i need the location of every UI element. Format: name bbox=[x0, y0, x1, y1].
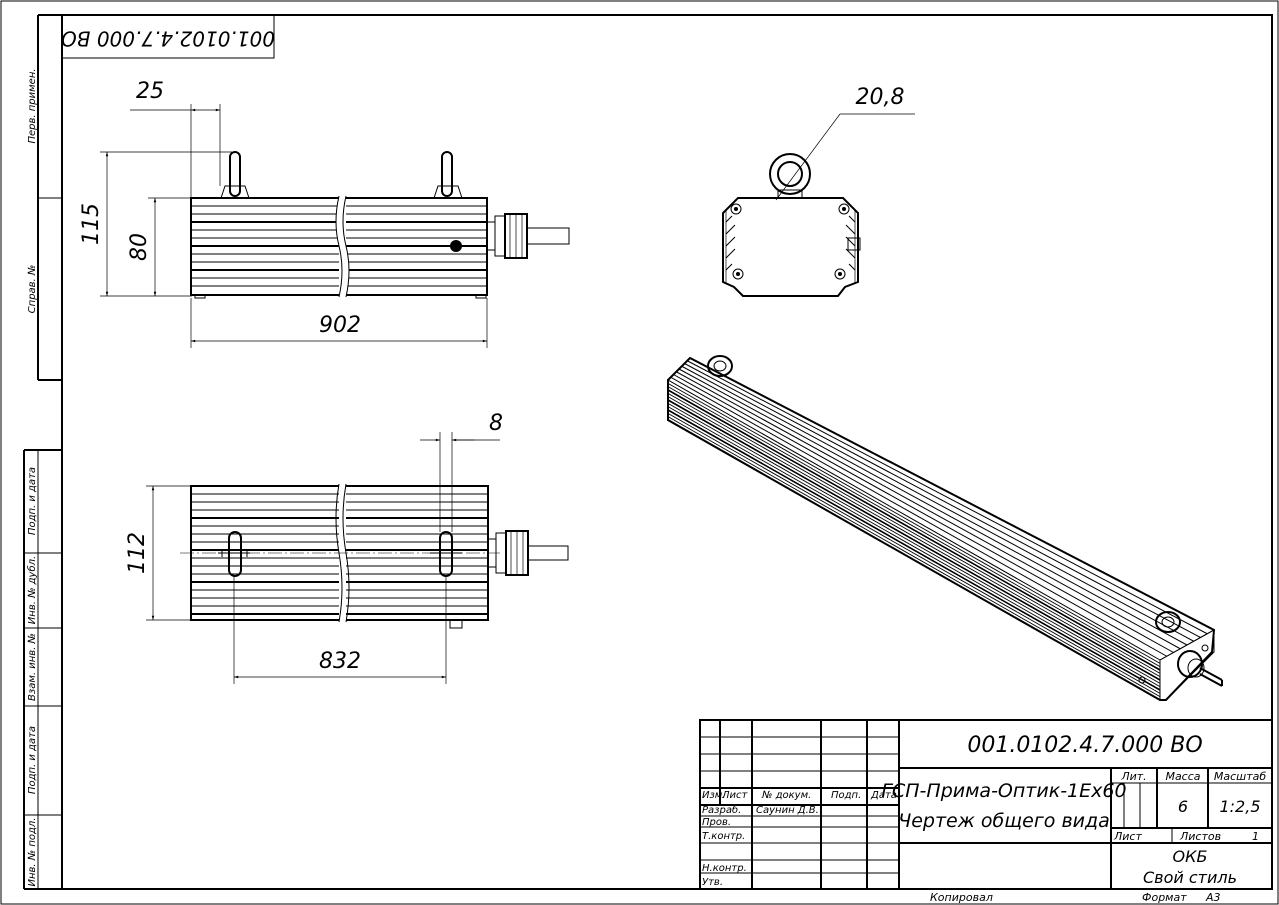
end-view: 20,8 bbox=[722, 85, 915, 297]
tb-lit-label: Лит. bbox=[1120, 770, 1146, 783]
hook-right bbox=[433, 151, 463, 199]
hook-left bbox=[220, 151, 250, 199]
front-view bbox=[190, 151, 570, 299]
slot-right bbox=[430, 531, 462, 577]
front-view-dimensions: 25 115 80 902 bbox=[79, 79, 488, 348]
side-label-sprav: Справ. № bbox=[27, 265, 38, 314]
isometric-view bbox=[667, 355, 1223, 701]
side-label-vzam: Взам. инв. № bbox=[27, 633, 38, 701]
tb-format-label: Формат bbox=[1142, 891, 1187, 904]
dim-20-8: 20,8 bbox=[856, 85, 905, 110]
top-view bbox=[180, 483, 569, 629]
cable-gland-top bbox=[487, 530, 569, 576]
dim-25: 25 bbox=[136, 79, 164, 104]
screw-br bbox=[834, 268, 846, 280]
tb-copied: Копировал bbox=[930, 891, 993, 904]
tb-row-razrab: Разраб. bbox=[702, 804, 741, 816]
screw-bl bbox=[732, 268, 744, 280]
tb-scale: 1:2,5 bbox=[1219, 797, 1260, 816]
tb-developer: Саунин Д.В. bbox=[756, 805, 819, 816]
tb-row-nkontr: Н.контр. bbox=[702, 863, 747, 874]
tb-hdr-doc: № докум. bbox=[761, 790, 811, 801]
screw-tr bbox=[838, 203, 850, 215]
title-block: 001.0102.4.7.000 ВО ГСП-Прима-Оптик-1Ex6… bbox=[699, 719, 1273, 904]
tb-scale-label: Масштаб bbox=[1214, 770, 1266, 783]
dim-80: 80 bbox=[127, 233, 152, 261]
tb-code: 001.0102.4.7.000 ВО bbox=[967, 733, 1202, 758]
tb-name-line2: Чертеж общего вида bbox=[898, 810, 1110, 832]
tb-org1: ОКБ bbox=[1173, 847, 1208, 866]
tb-row-tkontr: Т.контр. bbox=[702, 831, 745, 842]
dim-902: 902 bbox=[319, 313, 361, 338]
tb-row-utv: Утв. bbox=[702, 877, 723, 888]
rotated-code-box: 001.0102.4.7.000 ВО bbox=[61, 14, 275, 59]
side-label-podp-2: Подп. и дата bbox=[27, 726, 38, 794]
side-label-perv: Перв. примен. bbox=[27, 68, 38, 143]
tb-hdr-list: Лист bbox=[721, 790, 749, 801]
screw-tl bbox=[730, 203, 742, 215]
tb-sheet-label: Лист bbox=[1113, 830, 1142, 843]
rotated-code: 001.0102.4.7.000 ВО bbox=[61, 27, 275, 51]
tb-hdr-sign: Подп. bbox=[831, 790, 861, 801]
side-label-podp-1: Подп. и дата bbox=[27, 467, 38, 535]
dim-832: 832 bbox=[319, 649, 361, 674]
tb-format: А3 bbox=[1205, 891, 1221, 904]
side-labels: Перв. примен. Справ. № Подп. и дата Инв.… bbox=[26, 68, 38, 886]
tb-row-prov: Пров. bbox=[702, 817, 731, 828]
iso-gland bbox=[1177, 650, 1223, 687]
cable-gland-front bbox=[486, 213, 570, 259]
tb-name-line1: ГСП-Прима-Оптик-1Ex60 bbox=[881, 780, 1126, 802]
tb-sheets-label: Листов bbox=[1179, 830, 1221, 843]
side-label-inv-podl: Инв. № подл. bbox=[27, 818, 38, 887]
eye-bolt bbox=[769, 153, 811, 198]
tb-hdr-izm: Изм. bbox=[702, 790, 726, 801]
tb-mass-label: Масса bbox=[1165, 770, 1200, 783]
tb-sheets: 1 bbox=[1252, 830, 1259, 843]
side-label-inv-dubl: Инв. № дубл. bbox=[26, 556, 38, 624]
iso-eye-right bbox=[1155, 611, 1181, 633]
dim-8: 8 bbox=[489, 411, 503, 436]
tb-hdr-date: Дата bbox=[870, 790, 897, 801]
top-view-dimensions: 8 112 832 bbox=[125, 411, 503, 684]
iso-eye-left bbox=[707, 355, 733, 377]
dim-112: 112 bbox=[125, 532, 150, 574]
tb-org2: Свой стиль bbox=[1143, 868, 1237, 887]
tb-mass: 6 bbox=[1178, 797, 1188, 816]
slot-left bbox=[218, 531, 250, 577]
dim-115: 115 bbox=[79, 203, 104, 245]
